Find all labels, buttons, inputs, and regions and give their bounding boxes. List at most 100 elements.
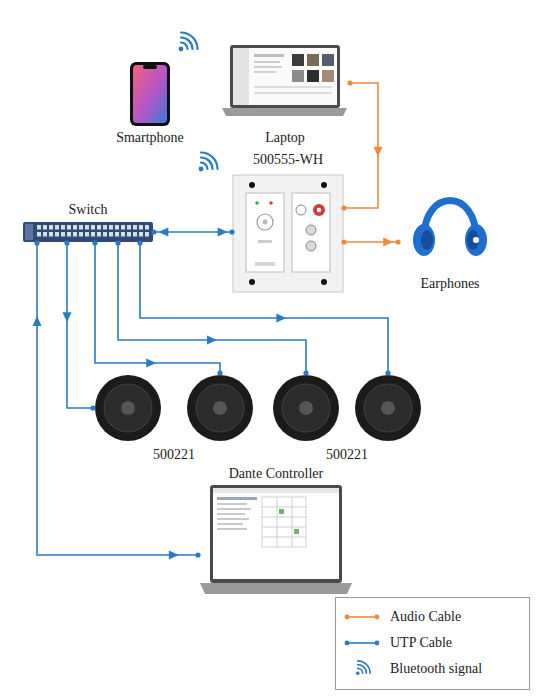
legend-text: Bluetooth signal [390, 661, 482, 677]
laptop-icon [254, 61, 280, 63]
legend-text: Audio Cable [390, 609, 461, 625]
wall-plate-device [317, 208, 321, 212]
legend-dot [345, 615, 350, 620]
device-node: 500221 [93, 373, 255, 463]
laptop-icon [213, 488, 339, 579]
connector-dot [229, 229, 234, 234]
device-node: 500555-WH [232, 151, 344, 293]
network-switch [23, 222, 153, 242]
ceiling-speaker [381, 401, 395, 415]
model-label: 500221 [326, 446, 368, 463]
wall-plate-device [246, 193, 284, 272]
ceiling-speaker [299, 401, 313, 415]
wall-plate-device [255, 262, 275, 266]
legend-dot [345, 641, 350, 646]
laptop-icon [292, 54, 304, 66]
ceiling-speaker [187, 375, 253, 441]
headphones-icon [413, 201, 487, 257]
ceiling-speaker [104, 384, 152, 432]
arrow-head [158, 228, 168, 237]
wall-plate-device [233, 175, 343, 292]
utp-cable [63, 240, 96, 410]
ceiling-speaker [273, 375, 339, 441]
arrow-head [169, 551, 179, 560]
connector-dot [347, 80, 352, 85]
smartphone-icon [133, 65, 167, 123]
utp-cable [151, 228, 234, 237]
connector-line [95, 243, 220, 373]
connector-dot [395, 239, 400, 244]
device-label: Laptop [265, 129, 305, 146]
ceiling-speaker [213, 401, 227, 415]
utp-cable [92, 240, 222, 375]
laptop-icon [217, 497, 257, 500]
laptop-icon [222, 108, 347, 116]
device-node: Switch [22, 201, 154, 243]
headphones-icon [413, 224, 435, 256]
ceiling-speaker [187, 375, 253, 441]
device-node: Smartphone [113, 58, 187, 146]
ceiling-speaker [273, 375, 339, 441]
legend-sample [344, 607, 380, 627]
ceiling-speaker [282, 384, 330, 432]
ceiling-speaker [355, 375, 421, 441]
network-switch [25, 224, 33, 240]
legend-text: UTP Cable [390, 635, 452, 651]
wall-plate-device [233, 175, 343, 292]
connector-dot [115, 240, 120, 245]
legend-dot [375, 641, 380, 646]
laptop-icon [262, 497, 306, 547]
ceiling-speaker [95, 375, 161, 441]
ceiling-speaker [196, 384, 244, 432]
network-switch [36, 225, 150, 239]
connector-dot [195, 552, 200, 557]
laptop-icon [322, 54, 334, 66]
wall-plate-device [255, 201, 259, 205]
device-label: Smartphone [116, 129, 184, 146]
wall-plate-device [321, 279, 327, 285]
laptop-icon [233, 48, 337, 105]
model-label: 500221 [153, 446, 195, 463]
utp-cable [137, 240, 390, 375]
arrow-head [374, 147, 383, 157]
connector-dot [341, 239, 346, 244]
laptop-icon [254, 92, 332, 94]
wall-plate-device [296, 205, 306, 215]
connector-dot [217, 370, 222, 375]
connector-dot [90, 405, 95, 410]
connector-dot [137, 240, 142, 245]
laptop-icon [294, 529, 299, 534]
arrow-head [276, 314, 286, 323]
device-node: Laptop [220, 42, 350, 146]
wall-plate-device [249, 279, 255, 285]
wall-plate-device [306, 225, 316, 235]
connector-dot [151, 229, 156, 234]
laptop-icon [277, 497, 278, 547]
arrow-head [218, 228, 228, 237]
audio-cable [341, 80, 382, 210]
ceiling-speaker [121, 401, 135, 415]
utp-cable [33, 240, 201, 559]
arrow-head [63, 312, 72, 322]
wall-plate-device [258, 240, 272, 243]
laptop-icon [217, 508, 251, 510]
laptop-icon [307, 70, 319, 82]
connector-dot [92, 240, 97, 245]
laptop-icon [230, 45, 340, 108]
laptop-icon [254, 86, 332, 88]
smartphone-icon [143, 65, 157, 69]
wall-plate-device [269, 201, 273, 205]
wall-plate-device [249, 182, 255, 188]
headphones-icon [467, 230, 479, 250]
connector-dot [303, 370, 308, 375]
connector-dot [385, 370, 390, 375]
laptop-icon [217, 528, 247, 530]
legend-sample [344, 659, 380, 679]
laptop-icon [213, 488, 339, 493]
model-label: 500555-WH [253, 151, 323, 168]
connector-line [344, 83, 378, 208]
laptop-icon [210, 485, 342, 583]
connector-line [118, 243, 306, 373]
laptop-icon [200, 485, 352, 594]
laptop-icon [254, 66, 282, 68]
